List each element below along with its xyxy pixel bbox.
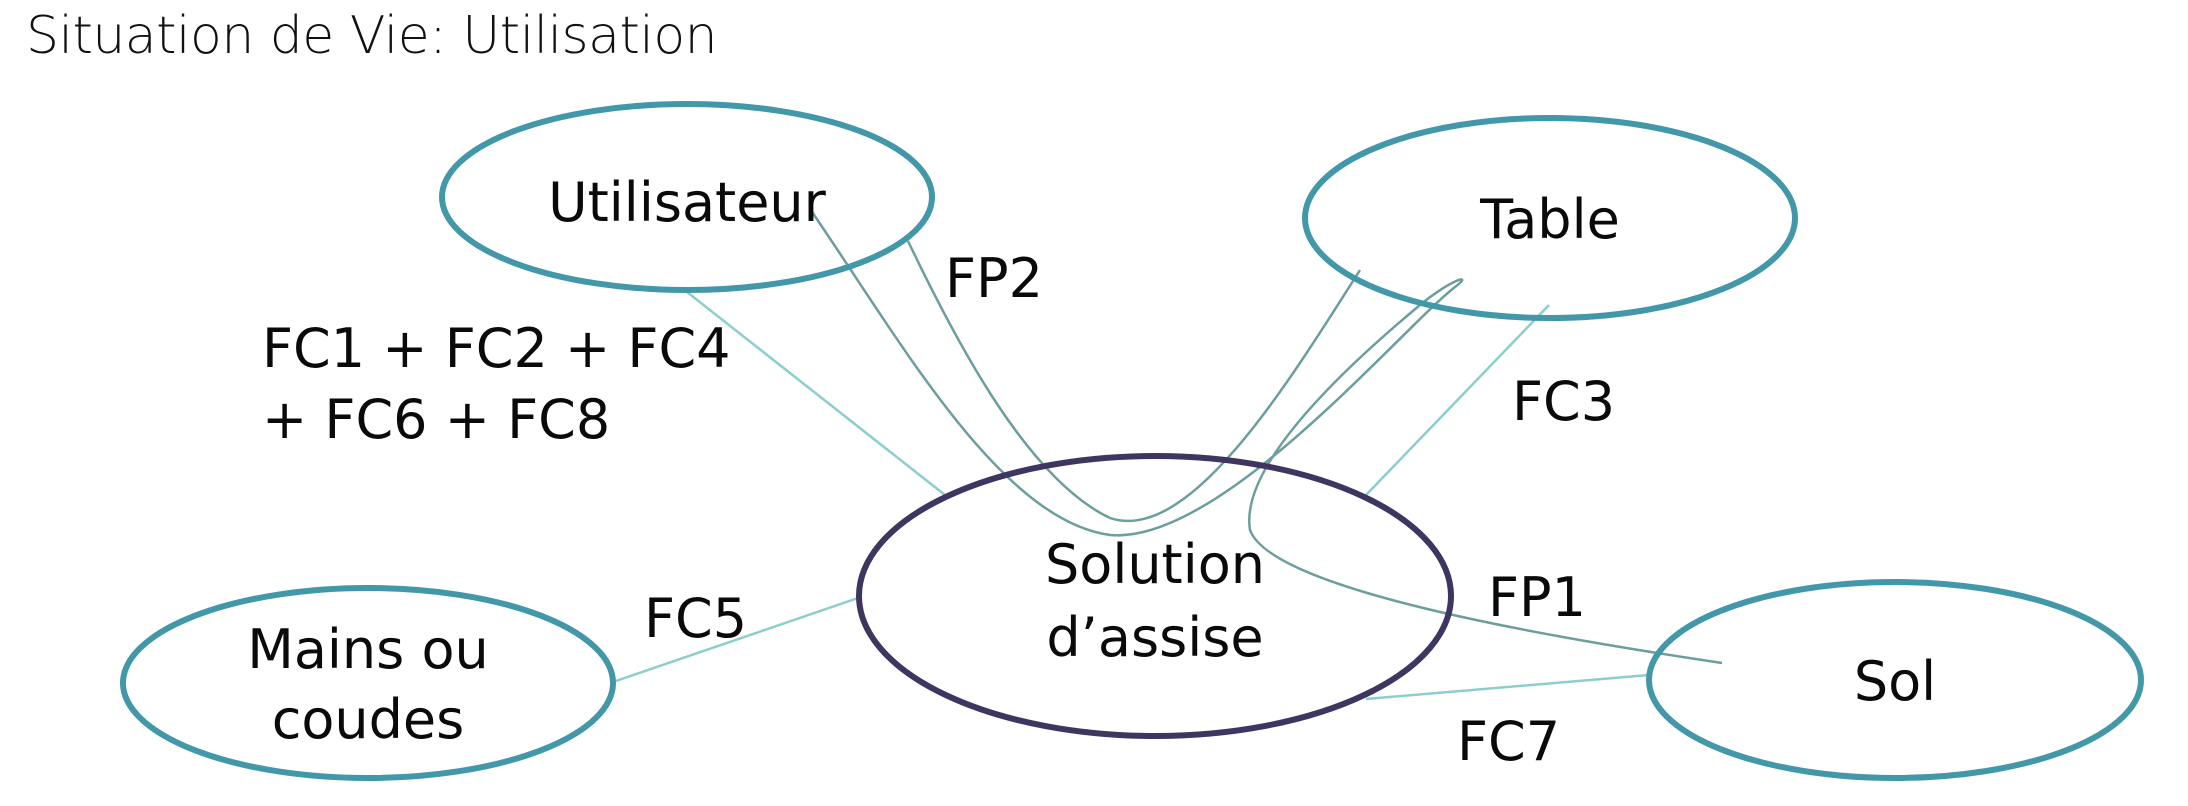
node-table[interactable]: Table xyxy=(1302,115,1798,321)
fp-edges xyxy=(808,208,1723,665)
node-table-label: Table xyxy=(1479,188,1620,251)
node-sol-label: Sol xyxy=(1854,650,1936,713)
node-solution-label-line1: Solution xyxy=(1045,533,1265,596)
node-utilisateur[interactable]: Utilisateur xyxy=(439,101,935,293)
edge-fc3-line[interactable] xyxy=(1365,304,1550,496)
node-solution[interactable]: Solution d’assise xyxy=(856,453,1454,739)
node-solution-label-line2: d’assise xyxy=(1046,606,1263,669)
edge-label-fp1: FP1 xyxy=(1488,566,1586,629)
edge-fp2-curve[interactable] xyxy=(906,240,1362,522)
fc-edges xyxy=(612,291,1650,701)
edge-fp1-curve[interactable] xyxy=(808,208,1723,665)
page-title: Situation de Vie: Utilisation xyxy=(26,6,718,66)
node-sol[interactable]: Sol xyxy=(1646,579,2144,781)
edge-label-fc7: FC7 xyxy=(1457,710,1560,773)
edge-label-fc-group-line1: FC1 + FC2 + FC4 xyxy=(262,317,731,380)
node-mains-label-line1: Mains ou xyxy=(247,618,488,681)
node-mains[interactable]: Mains ou coudes xyxy=(120,585,616,781)
edge-label-fc3: FC3 xyxy=(1512,370,1615,433)
edge-fc-group-line[interactable] xyxy=(686,291,946,496)
edge-label-fc-group-line2: + FC6 + FC8 xyxy=(262,388,610,451)
edge-label-fp2: FP2 xyxy=(945,247,1043,310)
edge-label-fc5: FC5 xyxy=(644,587,747,650)
node-mains-label-line2: coudes xyxy=(272,688,465,751)
edge-fc7-line[interactable] xyxy=(1365,673,1650,701)
edge-fc5-line[interactable] xyxy=(612,596,859,684)
node-utilisateur-label: Utilisateur xyxy=(548,171,827,234)
